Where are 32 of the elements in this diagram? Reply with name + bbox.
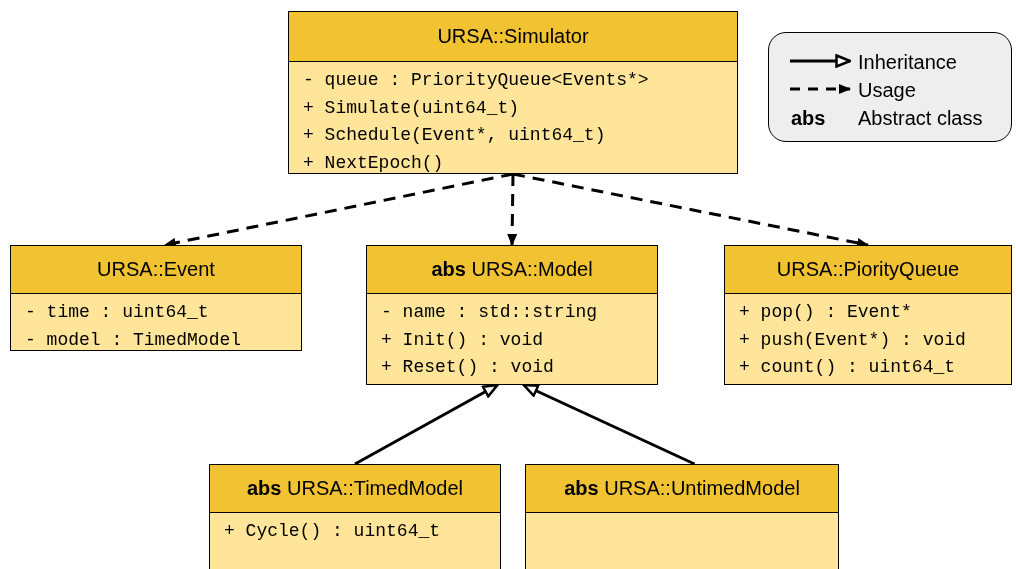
inheritance-arrow bbox=[522, 383, 696, 466]
class-member: + count() : uint64_t bbox=[739, 356, 956, 379]
inheritance-arrow bbox=[354, 383, 499, 466]
legend-text: Usage bbox=[858, 79, 916, 102]
class-member: + Cycle() : uint64_t bbox=[224, 520, 441, 543]
abstract-marker: abs bbox=[791, 107, 826, 130]
class-member: + Reset() : void bbox=[381, 356, 554, 379]
class-box bbox=[10, 245, 302, 351]
class-name: URSA::Event bbox=[97, 258, 215, 281]
class-name: URSA::PiorityQueue bbox=[776, 258, 960, 281]
class-box bbox=[209, 464, 501, 569]
class-name: URSA::Simulator bbox=[437, 25, 589, 48]
class-box bbox=[525, 464, 839, 569]
legend-text: Abstract class bbox=[858, 107, 983, 130]
class-member: - queue : PriorityQueue<Events*> bbox=[303, 69, 649, 92]
class-member: + push(Event*) : void bbox=[739, 328, 966, 352]
class-box bbox=[724, 245, 1012, 385]
class-member: + NextEpoch() bbox=[303, 151, 444, 175]
class-member: - time : uint64_t bbox=[25, 301, 209, 324]
class-name: abs URSA::TimedModel bbox=[247, 477, 463, 500]
class-box bbox=[288, 11, 738, 174]
class-box bbox=[366, 245, 658, 385]
class-name: abs URSA::Model bbox=[431, 258, 593, 281]
legend-text: Inheritance bbox=[858, 51, 957, 74]
class-member: - model : TimedModel bbox=[25, 328, 242, 352]
class-member: - name : std::string bbox=[381, 301, 598, 324]
class-member: + pop() : Event* bbox=[739, 301, 912, 324]
class-member: + Schedule(Event*, uint64_t) bbox=[303, 124, 606, 147]
usage-arrow bbox=[507, 173, 518, 246]
class-name: abs URSA::UntimedModel bbox=[564, 477, 800, 500]
class-member: + Simulate(uint64_t) bbox=[303, 96, 520, 120]
class-member: + Init() : void bbox=[381, 328, 544, 352]
